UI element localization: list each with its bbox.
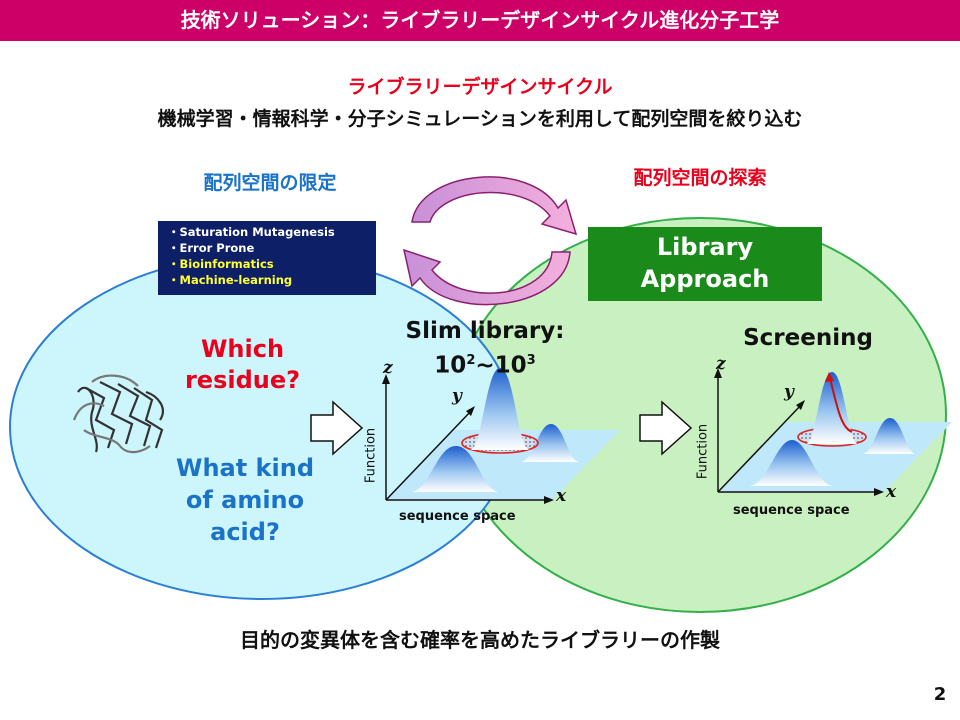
method-item: ・Machine-learning (168, 273, 293, 287)
slim-library-plot (382, 368, 620, 504)
selection-path-icon (829, 377, 853, 433)
method-item: ・Bioinformatics (168, 257, 274, 271)
main-peak (470, 368, 530, 450)
slim-library-range: 102~103 (434, 352, 536, 379)
page-title: 技術ソリューション：ライブラリーデザインサイクル進化分子工学 (180, 8, 780, 32)
library-approach-line: Approach (640, 265, 770, 293)
small-peak (862, 418, 916, 454)
slim-library-label: Slim library: 102~103 (380, 316, 590, 381)
cycle-description: 機械学習・情報科学・分子シミュレーションを利用して配列空間を絞り込む (157, 108, 803, 130)
sequence-space-label: sequence space (733, 503, 850, 518)
z-axis-label: z (716, 354, 726, 374)
small-peak (410, 446, 500, 492)
small-peak (520, 424, 580, 462)
question-line: residue? (184, 366, 301, 394)
method-item: ・Error Prone (168, 241, 255, 255)
z-axis-label: z (383, 358, 393, 378)
protein-structure-icon (72, 374, 164, 454)
small-peak (748, 440, 834, 486)
left-panel-heading: 配列空間の限定 (203, 172, 337, 194)
question-line: acid? (210, 518, 280, 546)
question-what-amino-acid: What kind of amino acid? (160, 452, 330, 548)
conclusion-text: 目的の変異体を含む確率を高めたライブラリーの作製 (240, 628, 720, 652)
cycle-title: ライブラリーデザインサイクル (347, 76, 613, 98)
question-line: What kind (175, 454, 315, 482)
x-axis-label: x (886, 482, 897, 502)
header-bar (0, 0, 960, 41)
right-arrow-icon (310, 400, 364, 456)
right-panel-heading: 配列空間の探索 (633, 167, 767, 189)
library-approach-line: Library (656, 233, 754, 261)
screening-plot (714, 368, 952, 496)
slim-library-title: Slim library: (405, 318, 565, 344)
function-axis-label: Function (363, 427, 379, 484)
right-arrow-icon (639, 400, 693, 456)
library-approach-box: Library Approach (588, 227, 822, 301)
screening-label: Screening (743, 325, 873, 351)
function-axis-label: Function (695, 423, 711, 480)
question-line: of amino (185, 486, 305, 514)
methods-box: ・Saturation Mutagenesis ・Error Prone ・Bi… (158, 221, 376, 295)
y-axis-label: y (784, 382, 794, 402)
method-item: ・Saturation Mutagenesis (168, 225, 335, 239)
x-axis-label: x (556, 486, 567, 506)
sequence-space-label: sequence space (399, 509, 516, 524)
question-which-residue: Which residue? (170, 334, 315, 396)
question-line: Which (200, 335, 285, 363)
page-number: 2 (933, 684, 947, 705)
cycle-arrow-icon (402, 176, 578, 306)
y-axis-label: y (452, 386, 462, 406)
